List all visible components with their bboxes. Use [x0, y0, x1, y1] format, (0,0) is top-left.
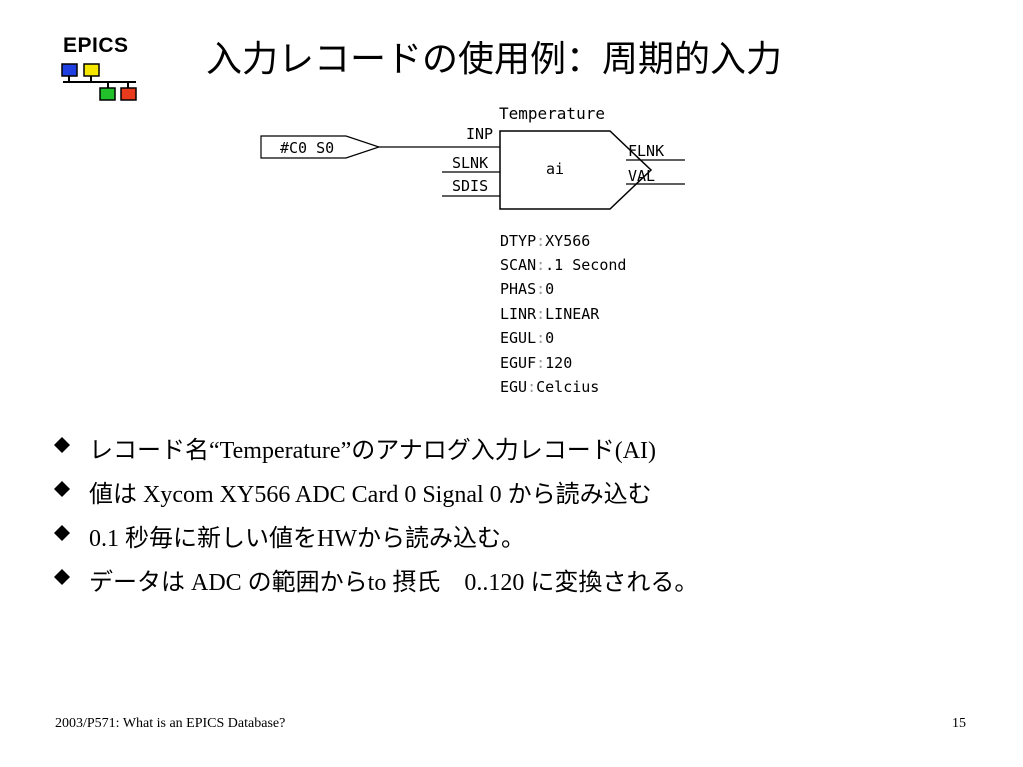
epics-logo-text: EPICS — [63, 34, 129, 57]
input-sdis-label: SDIS — [452, 177, 488, 195]
bullet-text: 0.1 秒毎に新しい値をHWから読み込む。 — [89, 525, 525, 552]
field-linr: LINR:LINEAR — [500, 305, 600, 323]
bullet-item: データは ADC の範囲からto 摂氏 0..120 に変換される。 — [52, 557, 992, 601]
input-slnk-label: SLNK — [452, 154, 488, 172]
field-dtyp: DTYP:XY566 — [500, 232, 590, 250]
diamond-bullet-icon — [52, 433, 89, 461]
record-diagram: Temperature #C0 S0 ai INP SLNK SDIS FLNK… — [260, 104, 685, 396]
diamond-bullet-icon — [52, 521, 89, 549]
diamond-bullet-icon — [52, 565, 89, 593]
diamond-bullet-icon — [52, 477, 89, 505]
bullet-text: 値は Xycom XY566 ADC Card 0 Signal 0 から読み込… — [89, 481, 652, 508]
bullet-list: レコード名“Temperature”のアナログ入力レコード(AI) 値は Xyc… — [52, 425, 992, 601]
field-egu: EGU:Celcius — [500, 378, 599, 396]
bullet-item: 値は Xycom XY566 ADC Card 0 Signal 0 から読み込… — [52, 469, 992, 513]
field-list: DTYP:XY566 SCAN:.1 Second PHAS:0 LINR:LI… — [500, 232, 626, 396]
bullet-text: レコード名“Temperature”のアナログ入力レコード(AI) — [89, 437, 657, 464]
bullet-text: データは ADC の範囲からto 摂氏 0..120 に変換される。 — [89, 569, 699, 596]
field-scan: SCAN:.1 Second — [500, 256, 626, 274]
field-phas: PHAS:0 — [500, 280, 554, 298]
field-egul: EGUL:0 — [500, 329, 554, 347]
input-inp-label: INP — [466, 125, 493, 143]
bullet-item: 0.1 秒毎に新しい値をHWから読み込む。 — [52, 513, 992, 557]
epics-logo-icon — [61, 63, 137, 101]
field-eguf: EGUF:120 — [500, 354, 572, 372]
footer-text: 2003/P571: What is an EPICS Database? — [55, 716, 286, 731]
output-val-label: VAL — [628, 167, 655, 185]
output-flnk-label: FLNK — [628, 142, 664, 160]
record-name-label: Temperature — [499, 104, 605, 123]
bullet-item: レコード名“Temperature”のアナログ入力レコード(AI) — [52, 425, 992, 469]
input-link-box — [260, 135, 381, 159]
input-link-value: #C0 S0 — [280, 139, 334, 157]
slide-title: 入力レコードの使用例：周期的入力 — [206, 39, 783, 80]
page-number: 15 — [952, 716, 966, 731]
record-type-label: ai — [546, 160, 564, 178]
